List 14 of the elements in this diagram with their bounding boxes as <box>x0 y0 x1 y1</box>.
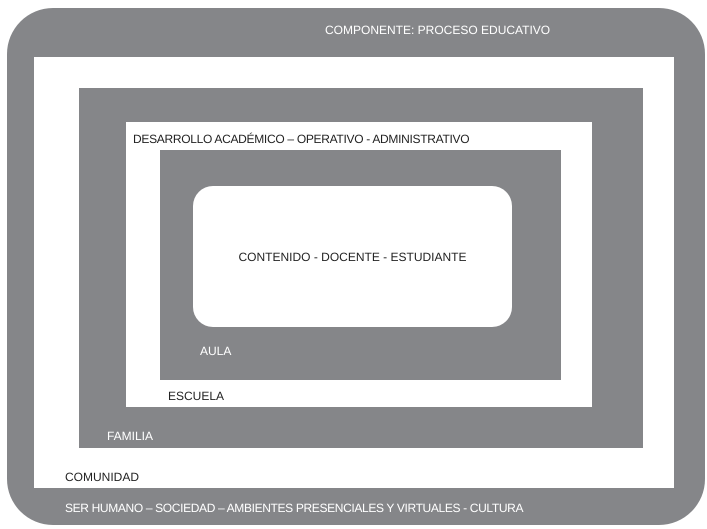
band-label: AULA <box>200 344 232 358</box>
band-heading: COMPONENTE: PROCESO EDUCATIVO <box>325 23 550 37</box>
band <box>79 88 643 448</box>
box-text: CONTENIDO - DOCENTE - ESTUDIANTE <box>238 250 466 264</box>
band-label: ESCUELA <box>168 389 224 403</box>
band <box>34 57 674 488</box>
band-text: SER HUMANO – SOCIEDAD – AMBIENTES PRESENCIALES Y VIRTUALES - CULTURA <box>65 501 524 515</box>
band-label: COMUNIDAD <box>65 470 139 484</box>
outer-band <box>7 8 705 525</box>
band <box>126 122 592 407</box>
band-label: FAMILIA <box>107 429 154 443</box>
center-box <box>193 186 512 327</box>
band-heading: DESARROLLO ACADÉMICO – OPERATIVO - ADMINISTRATIVO <box>133 132 470 146</box>
band <box>160 150 561 380</box>
